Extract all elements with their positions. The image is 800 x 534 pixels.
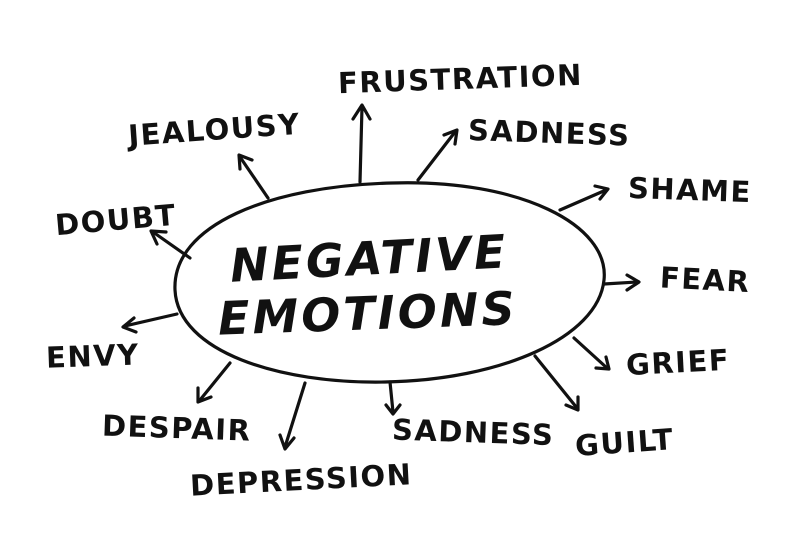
center-oval <box>173 181 606 384</box>
label-guilt: GUILT <box>574 422 675 463</box>
arrow-frustration <box>351 103 372 184</box>
label-jealousy: JEALOUSY <box>125 107 302 153</box>
label-grief: GRIEF <box>625 343 731 382</box>
label-envy: ENVY <box>45 337 140 374</box>
label-depression: DEPRESSION <box>189 457 413 503</box>
arrow-doubt <box>149 229 192 260</box>
arrows <box>121 103 641 451</box>
label-sadness-top: SADNESS <box>468 113 632 153</box>
arrow-envy <box>121 312 179 334</box>
arrow-guilt <box>533 354 580 412</box>
label-frustration: FRUSTRATION <box>337 58 583 101</box>
label-fear: FEAR <box>659 260 751 299</box>
label-shame: SHAME <box>627 171 752 209</box>
arrow-fear <box>602 273 641 292</box>
arrow-depression <box>278 381 307 451</box>
arrow-jealousy <box>237 153 270 200</box>
arrow-sadness-top <box>416 128 459 182</box>
label-sadness-bottom: SADNESS <box>391 412 555 452</box>
arrow-sadness-bottom <box>384 380 402 416</box>
label-despair: DESPAIR <box>101 408 252 447</box>
arrow-shame <box>558 184 610 212</box>
center-label-line2: EMOTIONS <box>217 281 518 345</box>
arrow-grief <box>572 336 611 371</box>
arrow-despair <box>196 361 232 404</box>
emotion-labels: FRUSTRATION SADNESS SHAME FEAR GRIEF GUI… <box>45 58 752 503</box>
